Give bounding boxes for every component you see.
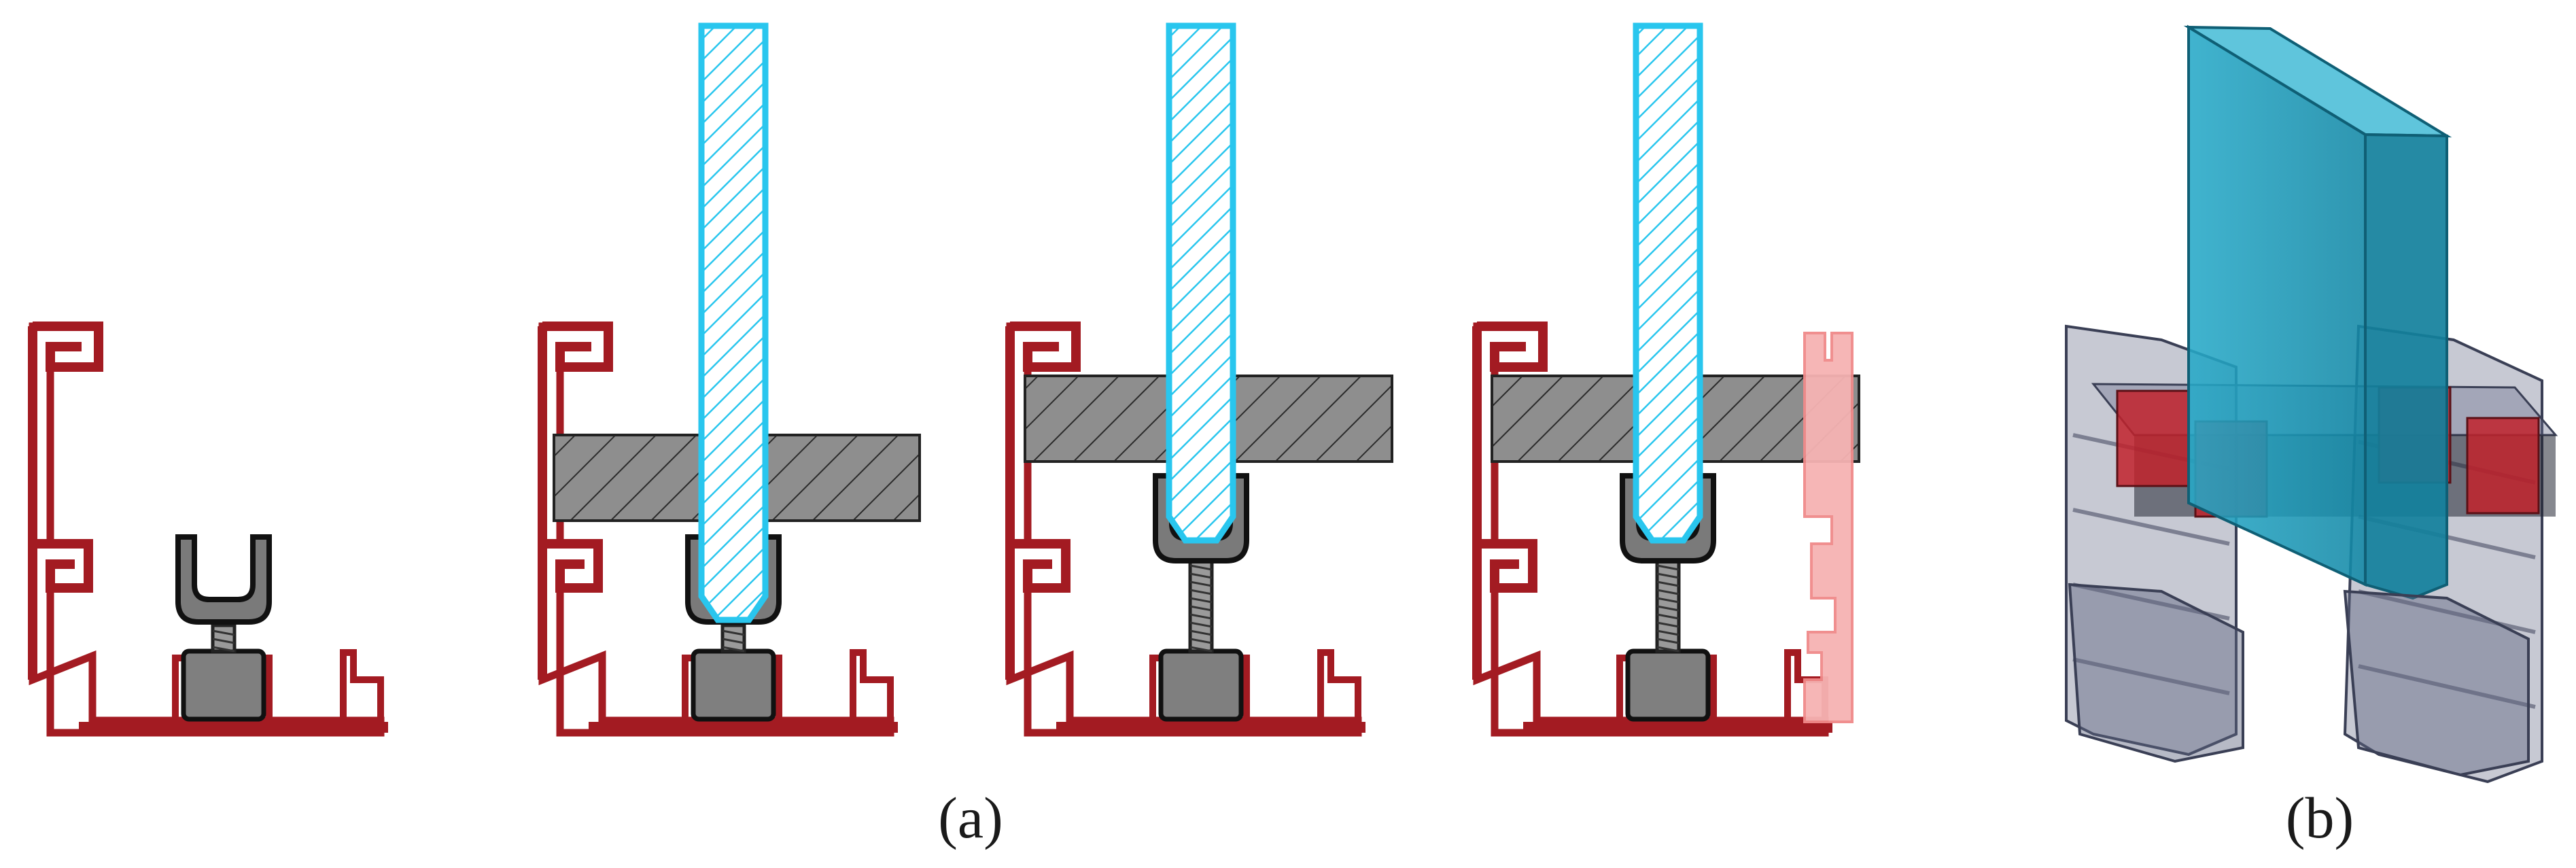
- stage-4: [1472, 22, 1860, 737]
- right-hook-3: [1317, 649, 1361, 722]
- bottom-rail-3: [1056, 722, 1365, 733]
- left-clip-3d: [2068, 583, 2244, 763]
- adjust-screw-1: [211, 623, 237, 653]
- setting-block-1: [181, 648, 266, 722]
- pressure-cover-4: [1803, 332, 1853, 723]
- glass-face-3d: [2187, 24, 2367, 587]
- glass-pane-4: [1633, 22, 1703, 544]
- stage-3: [1005, 22, 1393, 737]
- right-clip-3d: [2343, 589, 2530, 777]
- panel-a-label: (a): [938, 785, 1003, 850]
- isometric-assembly: [2065, 24, 2558, 784]
- seal-block-1: [2116, 389, 2190, 487]
- panel-a: [28, 22, 1860, 737]
- panel-b: [2065, 24, 2558, 784]
- stage-1: [28, 322, 388, 737]
- seal-block-4: [2466, 417, 2540, 515]
- bottom-rail-1: [79, 722, 388, 733]
- stage-2: [538, 22, 921, 737]
- aluminium-frame-1: [28, 322, 388, 737]
- glass-side-3d: [2364, 133, 2448, 600]
- glass-pane-3: [1166, 22, 1236, 544]
- u-cradle-1: [175, 534, 272, 625]
- glazing-support-4: [1620, 473, 1716, 722]
- glazing-support-1: [175, 534, 272, 722]
- right-hook-2: [850, 649, 894, 722]
- right-hook-1: [340, 649, 384, 722]
- glazing-support-3: [1153, 473, 1249, 722]
- aluminium-frame-3: [1005, 322, 1365, 737]
- setting-block-2: [691, 648, 776, 722]
- bottom-rail-2: [589, 722, 898, 733]
- setting-block-4: [1625, 648, 1711, 722]
- bottom-rail-4: [1523, 722, 1832, 733]
- setting-block-3: [1158, 648, 1244, 722]
- aluminium-frame-4: [1472, 322, 1832, 737]
- panel-b-label: (b): [2286, 785, 2354, 850]
- glass-pane-2: [698, 22, 769, 623]
